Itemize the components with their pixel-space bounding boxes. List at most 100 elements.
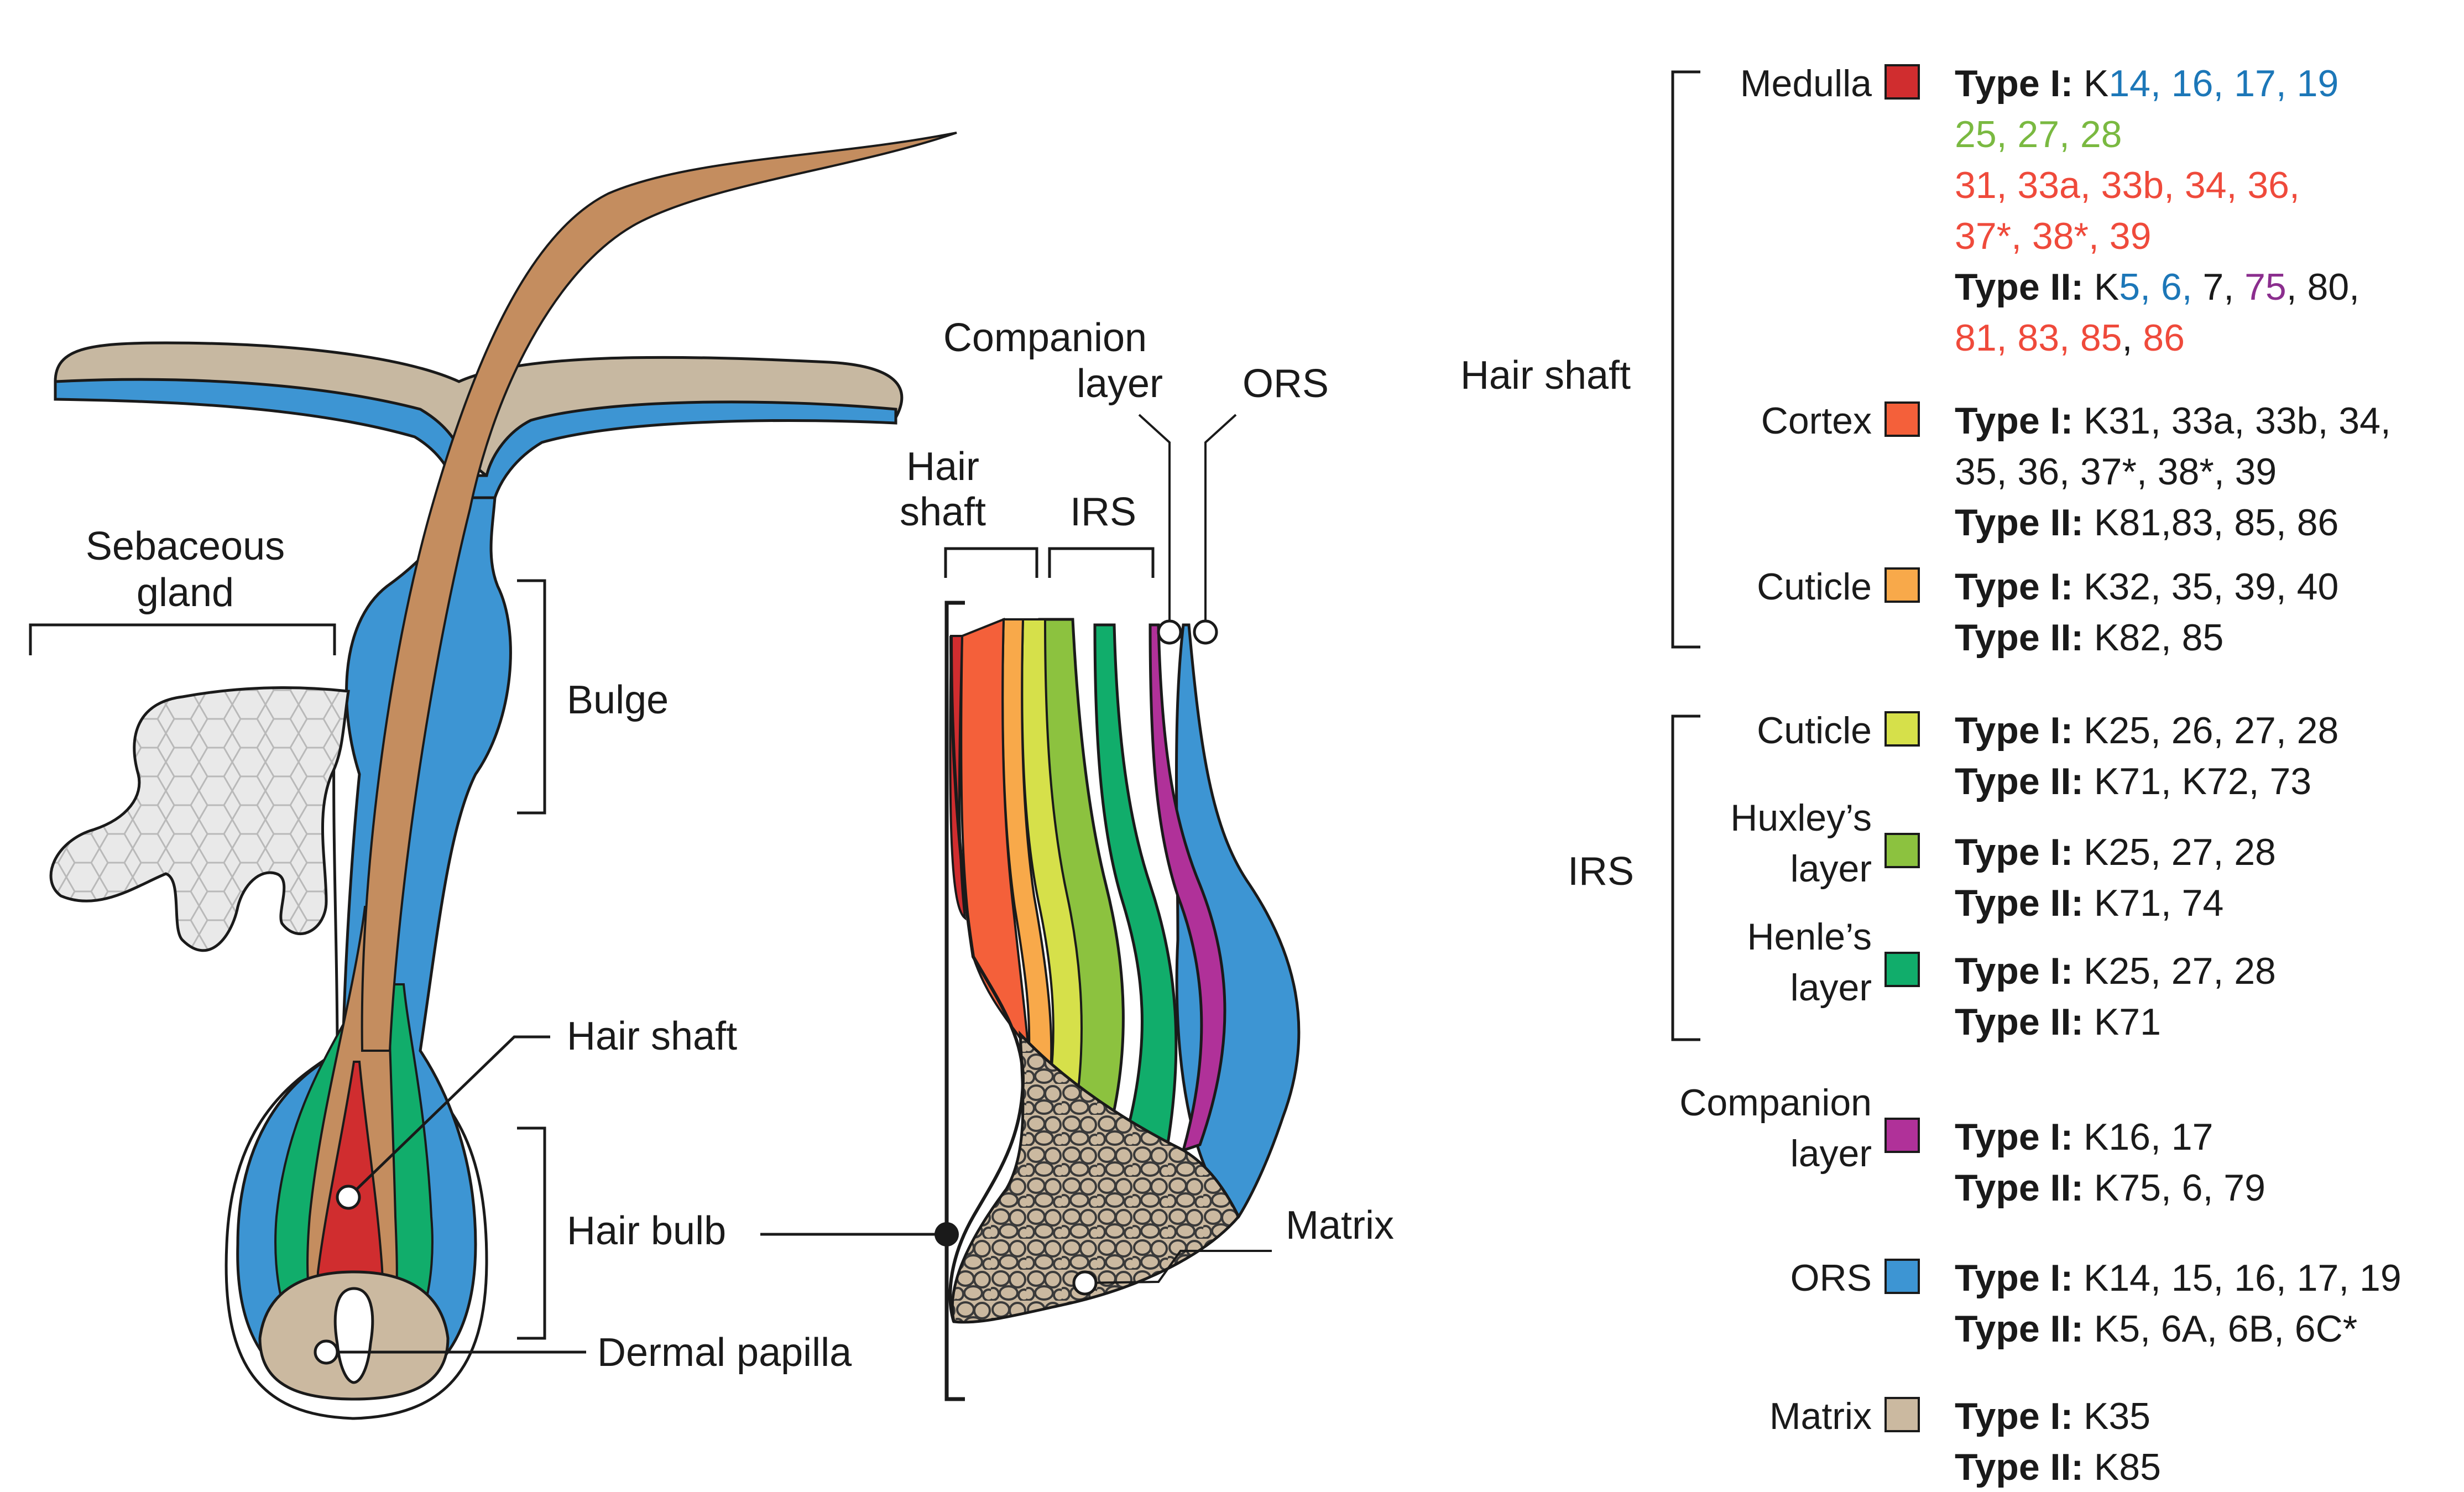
left-callouts: Sebaceous gland Bulge Hair shaft Hair bu…	[29, 524, 959, 1375]
keratin-segment: K25, 26, 27, 28	[2084, 710, 2338, 752]
legend-row: Cortex Type I: K31, 33a, 33b, 34, 35, 36, …	[1761, 400, 2391, 544]
keratin-segment: Type I:	[1955, 1116, 2084, 1158]
legend-layer-label: Huxley’s	[1730, 797, 1872, 839]
legend-swatch	[1884, 711, 1920, 747]
section-medulla	[949, 635, 967, 921]
ors-marker	[1193, 619, 1218, 645]
section-edge	[948, 635, 1025, 1322]
keratin-line: Type II: K71, K72, 73	[1955, 760, 2311, 802]
legend-layer-label: Henle’s	[1747, 916, 1872, 958]
keratin-segment: K14, 15, 16, 17, 19	[2084, 1257, 2402, 1299]
legend-swatch	[1884, 567, 1920, 603]
papilla-core	[333, 1287, 374, 1384]
sebaceous-bracket	[29, 623, 336, 655]
mid-irs-bracket	[1048, 547, 1155, 578]
keratin-segment: 81, 83, 85	[1955, 317, 2122, 359]
keratin-segment: 75	[2244, 266, 2286, 308]
group-label-hair-shaft: Hair shaft	[1460, 353, 1631, 398]
dermal-papilla-marker	[314, 1339, 339, 1365]
hair-shaft-main	[361, 132, 957, 1052]
keratin-segment: K25, 27, 28	[2084, 950, 2276, 992]
keratin-line: 35, 36, 37*, 38*, 39	[1955, 451, 2277, 493]
keratin-segment: Type I:	[1955, 1395, 2084, 1437]
sebaceous-label-1: Sebaceous	[86, 524, 285, 568]
matrix-leader	[1083, 1250, 1272, 1284]
keratin-line: 31, 33a, 33b, 34, 36,	[1955, 164, 2300, 206]
keratin-segment: 37*, 38*, 39	[1955, 215, 2151, 257]
ors-leader	[1204, 414, 1237, 625]
keratin-segment: 31, 33a, 33b, 34, 36,	[1955, 164, 2300, 206]
ors-epidermis	[54, 378, 897, 499]
mid-hair-label-2: shaft	[900, 490, 986, 534]
keratin-line: Type I: K35	[1955, 1395, 2150, 1437]
keratin-segment: , 80,	[2286, 266, 2359, 308]
legend-layer-label: Matrix	[1769, 1395, 1872, 1437]
keratin-line: Type II: K82, 85	[1955, 617, 2223, 659]
hair-shaft-label: Hair shaft	[567, 1014, 737, 1058]
sebaceous-label-2: gland	[137, 571, 234, 615]
sebaceous-gland	[49, 686, 350, 952]
group-bracket-hair-shaft	[1671, 70, 1700, 649]
keratin-line: Type II: K71, 74	[1955, 882, 2223, 924]
keratin-line: Type II: K5, 6, 7, 75, 80,	[1955, 266, 2359, 308]
keratin-line: Type II: K5, 6A, 6B, 6C*	[1955, 1308, 2357, 1350]
legend-swatch	[1884, 1397, 1920, 1432]
keratin-segment: Type II:	[1955, 760, 2094, 802]
keratin-segment: 86	[2143, 317, 2185, 359]
keratin-segment: K32, 35, 39, 40	[2084, 566, 2338, 608]
keratin-line: Type II: K71	[1955, 1001, 2161, 1043]
mid-irs-label: IRS	[1070, 490, 1136, 534]
keratin-segment: 7,	[2192, 266, 2245, 308]
keratin-segment: Type I:	[1955, 400, 2084, 442]
hair-shaft-marker	[336, 1185, 361, 1210]
keratin-segment: Type I:	[1955, 831, 2084, 873]
keratin-line: Type I: K31, 33a, 33b, 34,	[1955, 400, 2391, 442]
mid-hair-bracket	[944, 547, 1038, 578]
section-bracket	[944, 601, 965, 1401]
keratin-segment: 5, 6,	[2119, 266, 2192, 308]
matrix-marker	[1072, 1270, 1098, 1296]
mid-companion-label-2: layer	[1077, 362, 1163, 406]
keratin-segment: K16, 17	[2084, 1116, 2213, 1158]
legend-layer-label: Companion	[1679, 1082, 1872, 1124]
keratin-segment: K35	[2084, 1395, 2150, 1437]
group-label-irs: IRS	[1568, 849, 1634, 894]
legend-swatch	[1884, 401, 1920, 437]
legend-swatch	[1884, 1118, 1920, 1153]
legend-row: Cuticle Type I: K25, 26, 27, 28 Type II: K…	[1757, 710, 2338, 802]
keratin-line: 25, 27, 28	[1955, 113, 2122, 155]
keratin-line: Type II: K85	[1955, 1446, 2161, 1488]
keratin-segment: Type II:	[1955, 882, 2094, 924]
legend-row: ORS Type I: K14, 15, 16, 17, 19 Type II: K…	[1790, 1257, 2402, 1350]
legend-layer-label: Cuticle	[1757, 566, 1872, 608]
keratin-segment: 25, 27, 28	[1955, 113, 2122, 155]
legend-layer-label: Cuticle	[1757, 710, 1872, 752]
keratin-segment: Type I:	[1955, 1257, 2084, 1299]
legend-layer-label: Medulla	[1740, 62, 1872, 105]
keratin-segment: Type I:	[1955, 566, 2084, 608]
keratin-line: Type I: K16, 17	[1955, 1116, 2213, 1158]
bulge-label: Bulge	[567, 678, 669, 722]
keratin-segment: 14, 16, 17, 19	[2108, 62, 2338, 105]
keratin-line: Type I: K25, 27, 28	[1955, 831, 2276, 873]
follicle-illustration	[49, 132, 957, 1420]
section-matrix	[951, 1030, 1240, 1324]
bulb-section	[948, 618, 1301, 1324]
keratin-segment: Type I:	[1955, 62, 2084, 105]
keratin-segment: 35, 36, 37*, 38*, 39	[1955, 451, 2277, 493]
legend-layer-label: ORS	[1790, 1257, 1872, 1299]
group-bracket-irs	[1671, 714, 1700, 1041]
legend-layer-label: Cortex	[1761, 400, 1872, 442]
keratin-segment: Type II:	[1955, 617, 2094, 659]
companion-leader	[1138, 414, 1171, 625]
legend-layer-label: layer	[1790, 1133, 1872, 1175]
keratin-line: Type I: K25, 26, 27, 28	[1955, 710, 2338, 752]
hair-bulb-label: Hair bulb	[567, 1209, 726, 1253]
keratin-segment: K71, 74	[2094, 882, 2223, 924]
keratin-segment: Type II:	[1955, 1167, 2094, 1209]
keratin-segment: ,	[2122, 317, 2143, 359]
